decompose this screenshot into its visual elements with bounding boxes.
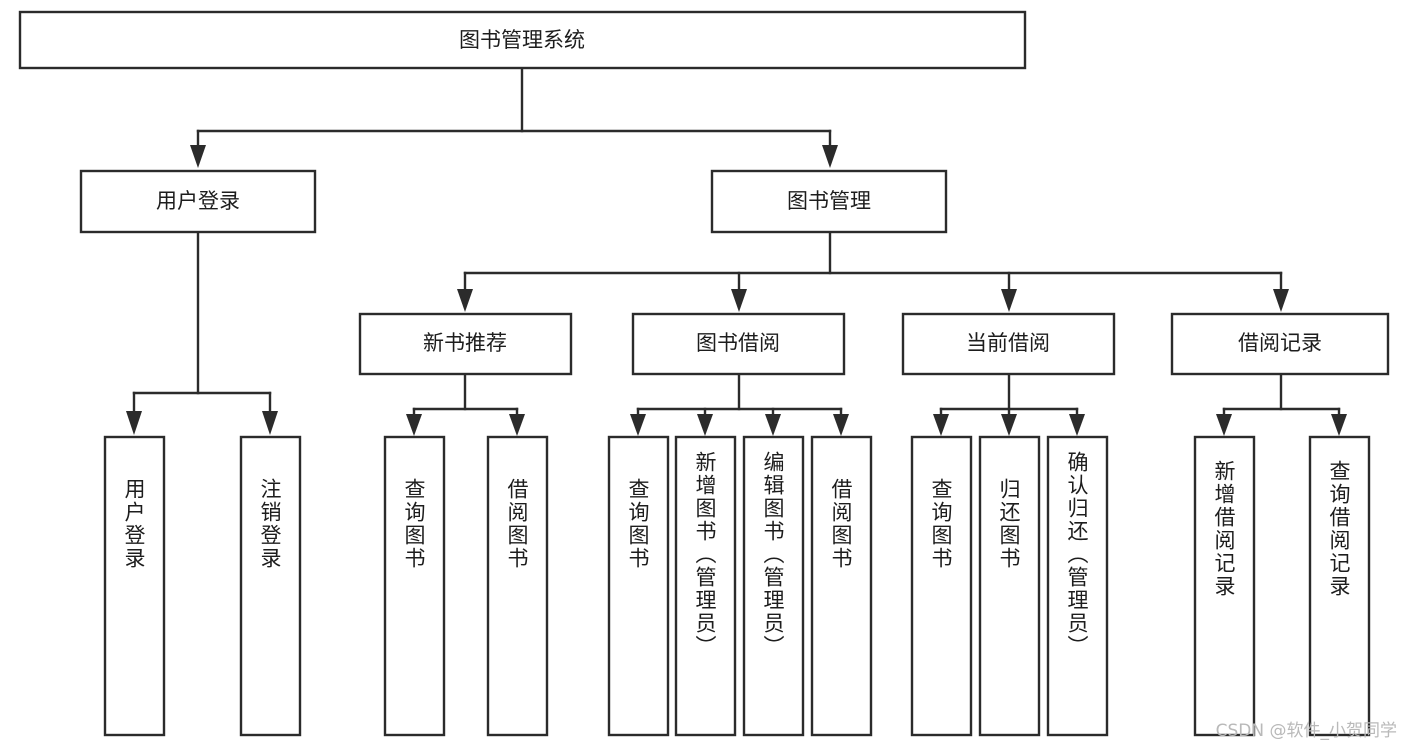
node-leaf-query-book-1-label: 查询图书 (402, 478, 426, 570)
arrow-bm-to-currentborrow (1001, 289, 1017, 312)
arrow-root-to-user-login (190, 145, 206, 168)
arrow-newbook-b (509, 414, 525, 436)
node-leaf-confirm-return-label: 确认归还（管理员） (1065, 451, 1089, 658)
arrow-bookborrow-b (697, 414, 713, 436)
leaf-label-layer: 用户登录 注销登录 查询图书 借阅图书 查询图书 新增图书（管理员） 编辑图书（… (122, 451, 1351, 658)
node-new-book-rec-label: 新书推荐 (423, 331, 507, 355)
node-book-manage-box[interactable] (710, 169, 948, 234)
node-book-borrow-box[interactable] (631, 312, 846, 376)
node-borrow-record[interactable]: 借阅记录 (1170, 312, 1390, 376)
node-leaf-edit-book-label: 编辑图书（管理员） (761, 451, 785, 658)
arrow-bookborrow-c (765, 414, 781, 436)
node-leaf-query-book-1-box[interactable] (383, 435, 446, 737)
arrow-bm-to-borrowrecord (1273, 289, 1289, 312)
node-root-label: 图书管理系统 (459, 28, 585, 52)
arrow-userlogin-b (262, 411, 278, 435)
node-leaf-return-book-label: 归还图书 (997, 478, 1021, 570)
arrow-bookborrow-d (833, 414, 849, 436)
node-leaf-user-login-label: 用户登录 (122, 478, 146, 570)
node-leaf-add-record-label: 新增借阅记录 (1212, 460, 1236, 598)
node-current-borrow[interactable]: 当前借阅 (901, 312, 1116, 376)
arrow-currentborrow-a (933, 414, 949, 436)
leaf-box-layer (103, 435, 1371, 737)
node-user-login-box[interactable] (79, 169, 317, 234)
node-leaf-borrow-book-2-box[interactable] (810, 435, 873, 737)
node-borrow-record-label: 借阅记录 (1238, 331, 1322, 355)
node-user-login-label: 用户登录 (156, 189, 240, 213)
arrow-userlogin-a (126, 411, 142, 435)
arrow-currentborrow-b (1001, 414, 1017, 436)
node-new-book-rec[interactable]: 新书推荐 (358, 312, 573, 376)
connector-layer (126, 66, 1347, 436)
arrow-newbook-a (406, 414, 422, 436)
node-leaf-edit-book-box[interactable] (742, 435, 805, 737)
node-leaf-confirm-return-box[interactable] (1046, 435, 1109, 737)
arrow-bm-to-bookborrow (731, 289, 747, 312)
node-book-borrow[interactable]: 图书借阅 (631, 312, 846, 376)
node-leaf-query-record-label: 查询借阅记录 (1327, 460, 1351, 598)
node-leaf-borrow-book-2-label: 借阅图书 (829, 478, 853, 570)
node-root-box[interactable] (18, 10, 1027, 70)
node-leaf-user-login-box[interactable] (103, 435, 166, 737)
node-book-borrow-label: 图书借阅 (696, 331, 780, 355)
node-leaf-query-record-box[interactable] (1308, 435, 1371, 737)
node-current-borrow-box[interactable] (901, 312, 1116, 376)
arrow-currentborrow-c (1069, 414, 1085, 436)
arrow-root-to-book-manage (822, 145, 838, 168)
csdn-watermark: CSDN @软件_小贺同学 (1215, 721, 1397, 741)
node-leaf-query-book-2-label: 查询图书 (626, 478, 650, 570)
node-leaf-add-book-box[interactable] (674, 435, 737, 737)
node-leaf-query-book-3-box[interactable] (910, 435, 973, 737)
node-leaf-add-book-label: 新增图书（管理员） (693, 451, 717, 658)
node-leaf-return-book-box[interactable] (978, 435, 1041, 737)
node-leaf-borrow-book-1-box[interactable] (486, 435, 549, 737)
node-user-login[interactable]: 用户登录 (79, 169, 317, 234)
arrow-borrowrecord-a (1216, 414, 1232, 436)
node-borrow-record-box[interactable] (1170, 312, 1390, 376)
node-leaf-logout-label: 注销登录 (258, 478, 282, 570)
node-new-book-rec-box[interactable] (358, 312, 573, 376)
node-leaf-query-book-2-box[interactable] (607, 435, 670, 737)
node-book-manage-label: 图书管理 (787, 189, 871, 213)
node-leaf-borrow-book-1-label: 借阅图书 (505, 478, 529, 570)
arrow-borrowrecord-b (1331, 414, 1347, 436)
node-book-manage[interactable]: 图书管理 (710, 169, 948, 234)
node-leaf-query-book-3-label: 查询图书 (929, 478, 953, 570)
node-current-borrow-label: 当前借阅 (966, 331, 1050, 355)
arrow-bm-to-newbook (457, 289, 473, 312)
arrow-bookborrow-a (630, 414, 646, 436)
node-leaf-add-record-box[interactable] (1193, 435, 1256, 737)
node-root[interactable]: 图书管理系统 (18, 10, 1027, 70)
node-leaf-logout-box[interactable] (239, 435, 302, 737)
